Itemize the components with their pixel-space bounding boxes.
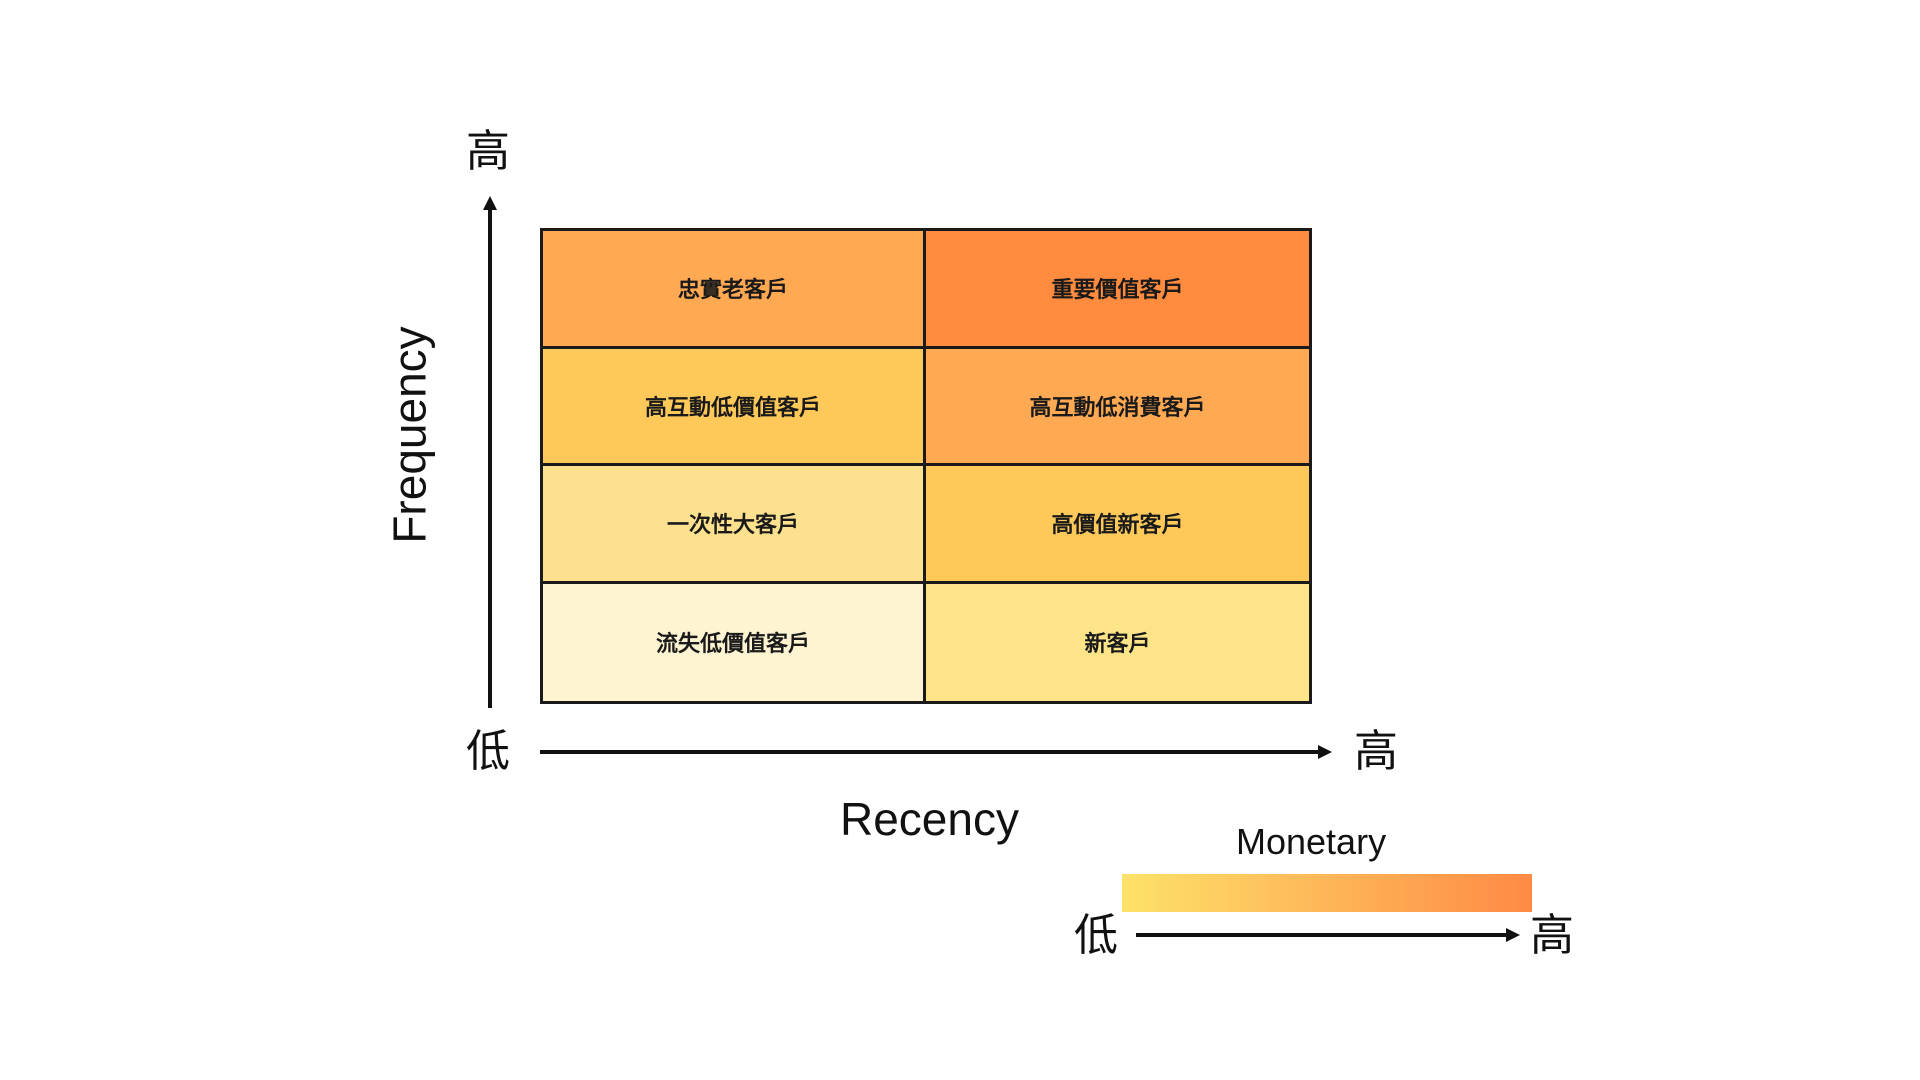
- x-axis-arrow: [540, 745, 1332, 759]
- segment-cell: 高互動低價值客戶: [543, 348, 926, 466]
- segment-cell: 高價值新客戶: [926, 466, 1309, 584]
- segment-cell: 高互動低消費客戶: [926, 348, 1309, 466]
- legend-low-label: 低: [1074, 910, 1118, 961]
- legend-title: Monetary: [1236, 821, 1387, 862]
- x-axis-title: Recency: [840, 793, 1019, 845]
- y-axis-title-wrapper: Frequency: [310, 326, 510, 543]
- legend-high-label: 高: [1530, 910, 1574, 961]
- x-axis-low-label: 低: [466, 726, 510, 777]
- x-axis-high-label: 高: [1354, 726, 1398, 777]
- y-axis-title: Frequency: [384, 326, 436, 544]
- segment-cell: 新客戶: [926, 583, 1309, 701]
- segment-cell: 重要價值客戶: [926, 231, 1309, 349]
- segment-cell: 流失低價值客戶: [543, 583, 926, 701]
- y-axis-arrow: [483, 196, 497, 708]
- segment-cell: 一次性大客戶: [543, 466, 926, 584]
- y-axis-high-label: 高: [466, 126, 510, 177]
- rfm-segment-grid: 忠實老客戶重要價值客戶高互動低價值客戶高互動低消費客戶一次性大客戶高價值新客戶流…: [540, 228, 1312, 704]
- segment-cell: 忠實老客戶: [543, 231, 926, 349]
- legend-arrow: [1136, 928, 1520, 942]
- monetary-gradient-bar: [1122, 874, 1532, 912]
